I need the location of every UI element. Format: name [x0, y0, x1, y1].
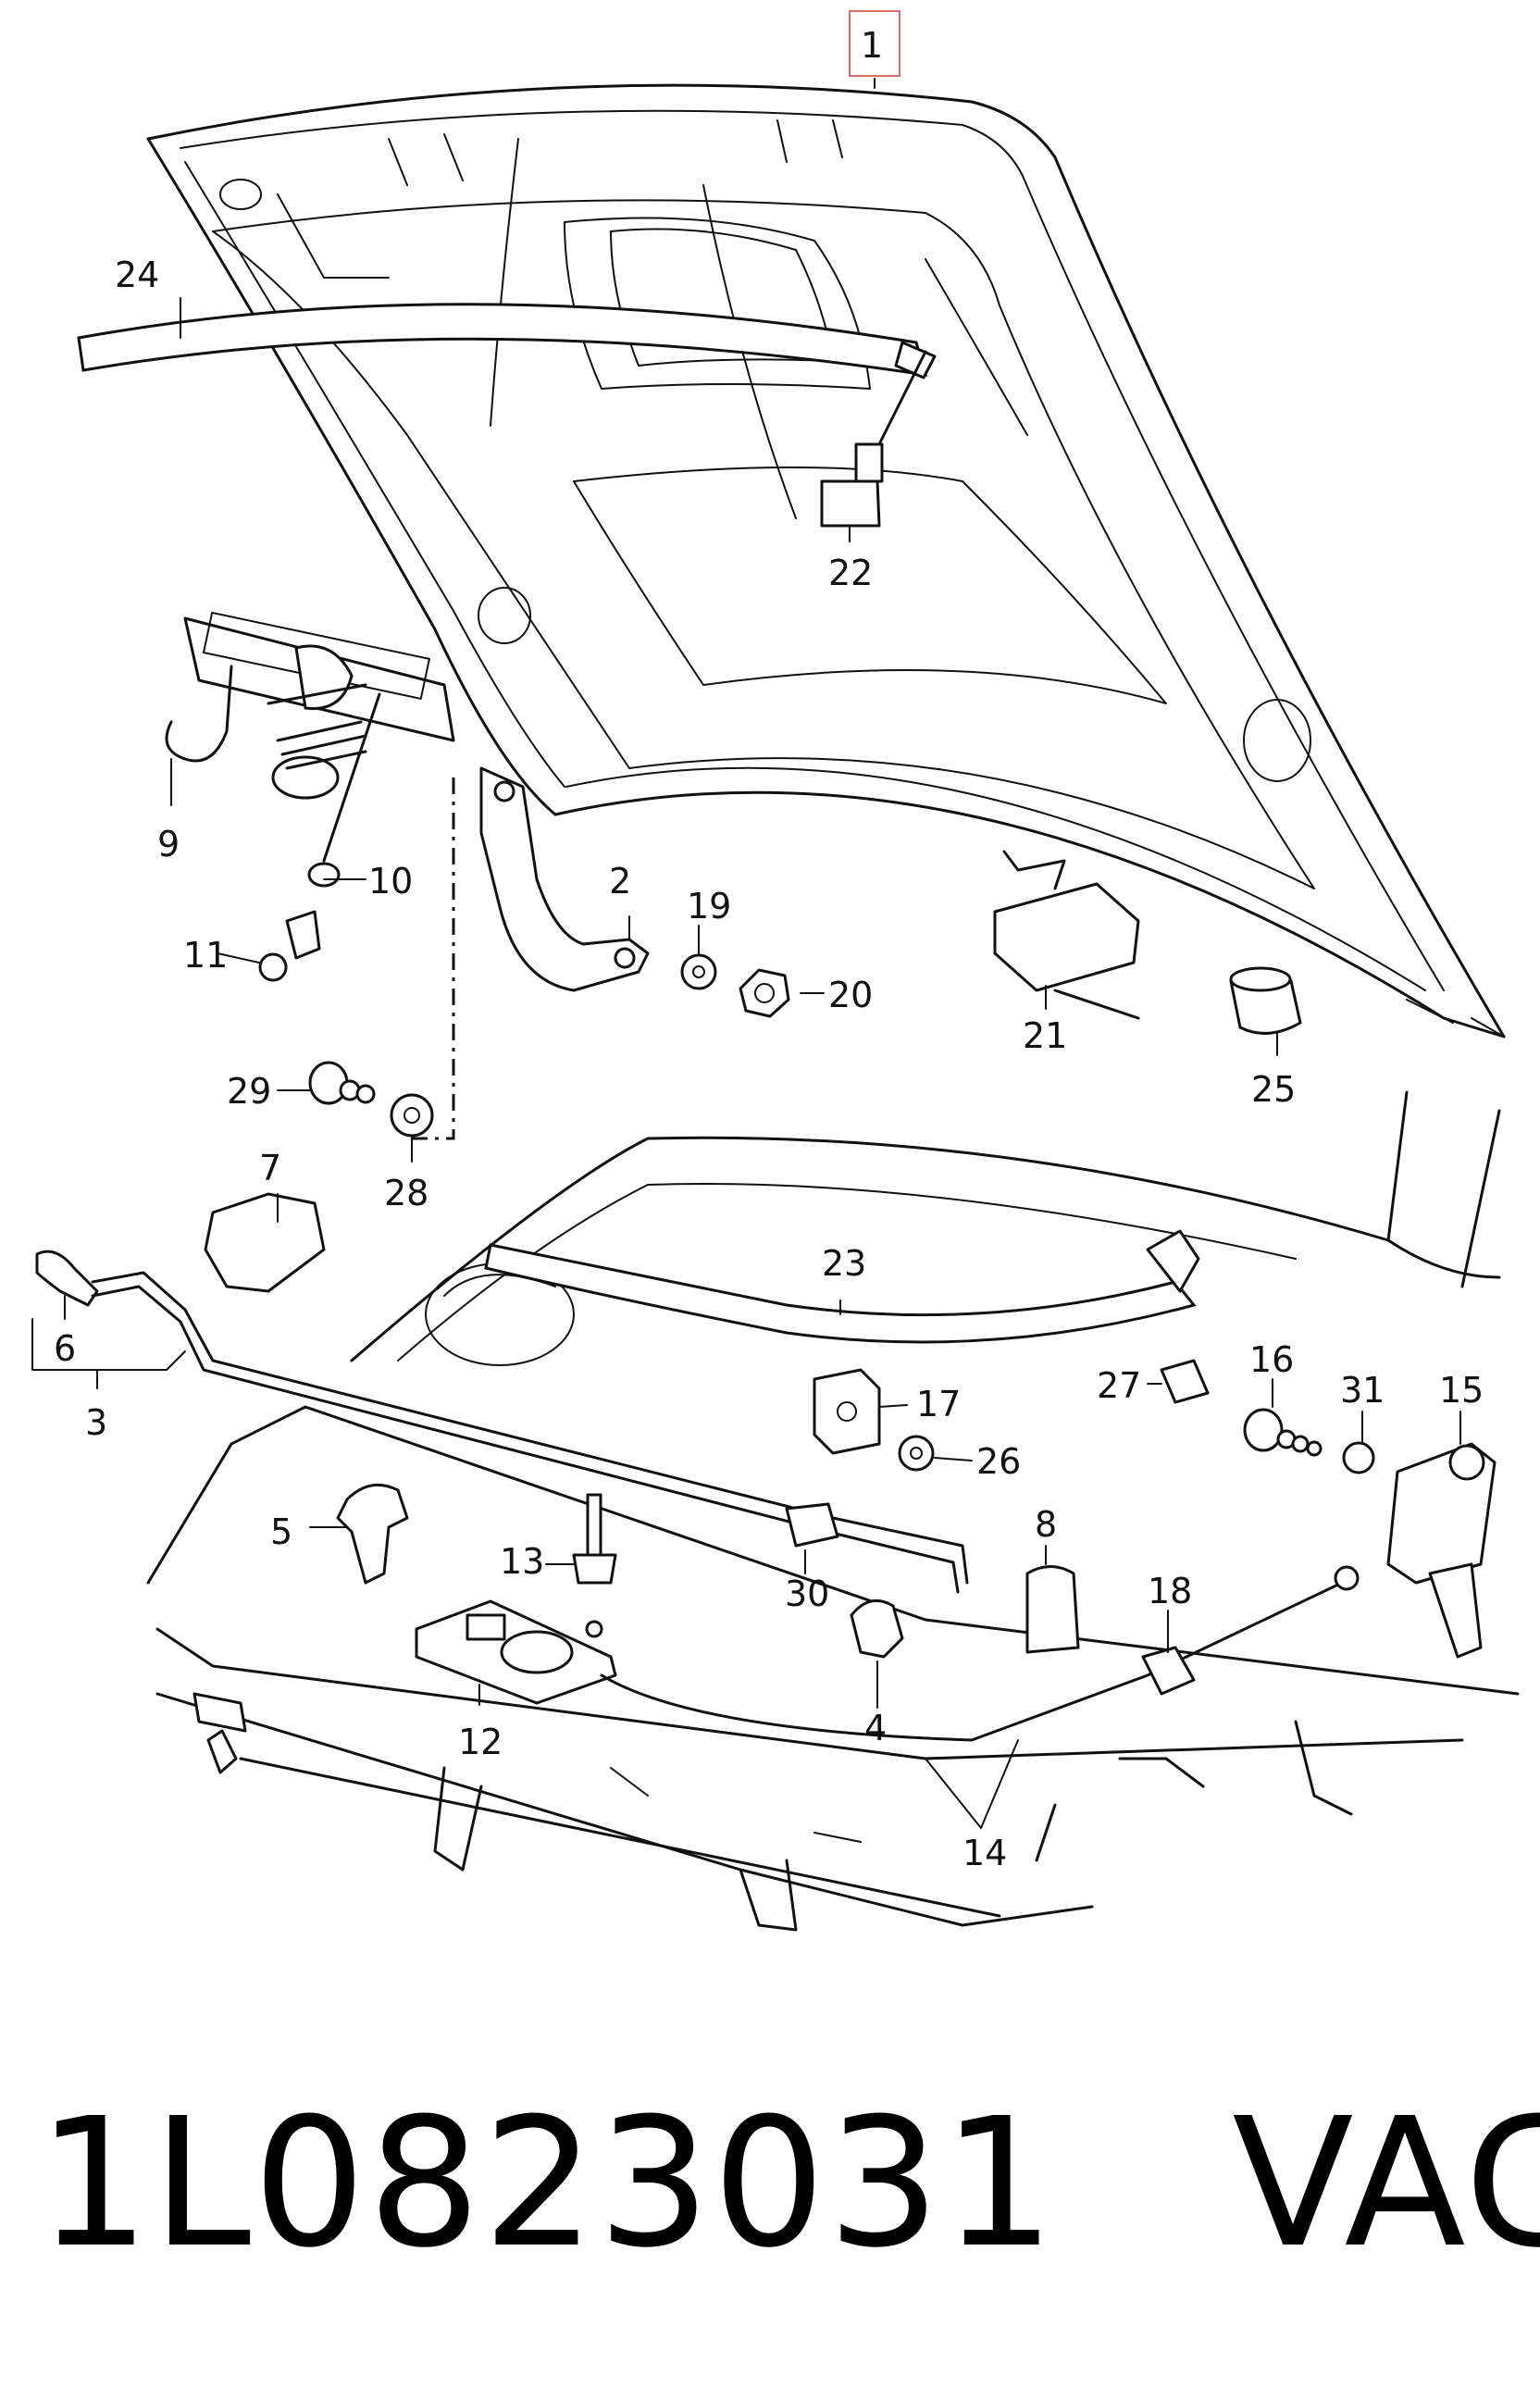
- callout-23: 23: [822, 1243, 866, 1284]
- callout-30: 30: [785, 1573, 829, 1614]
- callout-29: 29: [227, 1071, 271, 1112]
- callout-7: 7: [259, 1148, 281, 1188]
- callout-9: 9: [157, 824, 180, 864]
- buffer-25: [1229, 966, 1302, 1035]
- callout-5: 5: [270, 1511, 292, 1552]
- callout-6: 6: [54, 1328, 76, 1369]
- callout-8: 8: [1035, 1504, 1057, 1545]
- callout-25: 25: [1251, 1069, 1296, 1110]
- callout-12: 12: [458, 1722, 503, 1762]
- screw-29: [308, 1061, 376, 1105]
- clip-27: [1160, 1359, 1210, 1404]
- seal-23-end: [1146, 1229, 1200, 1293]
- washer-19: [680, 953, 717, 990]
- cable-14: [970, 1565, 1360, 1742]
- callout-13: 13: [500, 1541, 544, 1582]
- buffer-8: [1025, 1565, 1080, 1654]
- brand-label: VAG: [1232, 2081, 1540, 2287]
- prop-rod-3: [35, 1250, 969, 1594]
- latch-15: [1386, 1442, 1497, 1659]
- callout-17: 17: [916, 1384, 961, 1424]
- callout-11: 11: [183, 935, 228, 976]
- callout-24: 24: [115, 255, 159, 295]
- clip-5: [336, 1483, 409, 1585]
- washer-28-hole: [404, 1107, 420, 1124]
- callout-4: 4: [864, 1708, 887, 1748]
- seal-strip-24: [77, 303, 937, 379]
- hood-drawing: [146, 83, 1506, 1039]
- lock-carrier-body: [146, 1090, 1520, 1932]
- callout-18: 18: [1148, 1571, 1192, 1611]
- callout-28: 28: [384, 1173, 428, 1213]
- footer-gap: [1057, 2081, 1232, 2287]
- screw-16: [1243, 1408, 1323, 1457]
- washer-28: [390, 1093, 434, 1138]
- callout-1-highlight: [849, 10, 900, 77]
- washer-19-hole: [692, 965, 705, 978]
- nut-20: [739, 968, 790, 1018]
- buffer-21: [993, 850, 1140, 1020]
- callout-21: 21: [1023, 1015, 1067, 1056]
- callout-15: 15: [1439, 1370, 1484, 1411]
- bracket-17: [813, 1368, 881, 1455]
- callout-31: 31: [1340, 1370, 1385, 1411]
- callout-16: 16: [1249, 1339, 1294, 1380]
- seal-23: [484, 1243, 1197, 1344]
- callout-3: 3: [85, 1402, 107, 1443]
- leader-lines: [31, 78, 1461, 1829]
- callout-19: 19: [687, 886, 731, 927]
- callout-20: 20: [828, 975, 873, 1015]
- clip-7: [204, 1192, 326, 1293]
- grommet-4: [850, 1598, 904, 1659]
- part-number: 1L0823031: [37, 2081, 1058, 2287]
- callout-1: 1: [861, 25, 883, 66]
- callout-10: 10: [368, 861, 413, 902]
- callout-22: 22: [828, 553, 873, 593]
- nut-20-hole: [754, 983, 775, 1003]
- callout-14: 14: [962, 1833, 1007, 1873]
- latch-plate-group: [165, 611, 455, 982]
- washer-26-hole: [910, 1447, 923, 1460]
- pin-13: [572, 1493, 617, 1638]
- washer-31: [1342, 1441, 1375, 1474]
- hinge-2: [407, 766, 650, 1140]
- callout-2: 2: [609, 861, 631, 902]
- part-number-footer: 1L0823031 VAG: [37, 2073, 1540, 2295]
- lock-12: [415, 1599, 974, 1742]
- bracket-17-hole: [837, 1401, 857, 1422]
- sleeve-30: [785, 1502, 839, 1548]
- washer-26: [898, 1435, 935, 1472]
- bump-stop-22: [820, 350, 927, 528]
- callout-27: 27: [1097, 1365, 1141, 1406]
- callout-26: 26: [976, 1441, 1021, 1482]
